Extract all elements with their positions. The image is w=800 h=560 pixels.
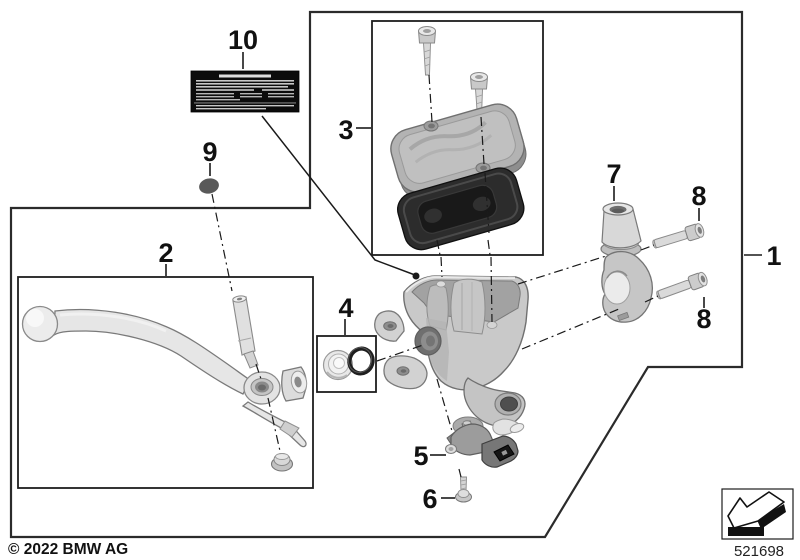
pivot-cap (199, 178, 219, 194)
clamp-bolt-lower (656, 271, 708, 300)
callout-1[interactable]: 1 (766, 241, 781, 271)
brake-light-switch (445, 420, 519, 468)
leader-lines (211, 74, 659, 478)
group-box-reservoir-cap (371, 20, 544, 256)
switch-screw (455, 476, 472, 503)
callout-2[interactable]: 2 (158, 238, 173, 268)
cap-screw-2 (469, 72, 489, 118)
callout-3[interactable]: 3 (338, 115, 353, 145)
copyright-text: © 2022 BMW AG (8, 541, 128, 558)
callout-10[interactable]: 10 (228, 25, 258, 55)
assembly-group-border (9, 10, 744, 539)
callout-7[interactable]: 7 (606, 159, 621, 189)
handlebar-clamp (601, 250, 654, 323)
brake-lever (21, 305, 308, 448)
drawing-number: 521698 (734, 543, 784, 560)
emissions-information-label (190, 70, 300, 113)
rubber-diaphragm (397, 167, 525, 251)
mirror-mount-cone (600, 202, 642, 258)
group-box-sight-glass (316, 335, 377, 393)
callout-4[interactable]: 4 (338, 293, 353, 323)
clamp-bolt-upper (652, 223, 705, 249)
o-ring (347, 346, 375, 376)
pivot-pin (232, 295, 259, 369)
direction-arrow-symbol (721, 488, 794, 540)
callout-5[interactable]: 5 (413, 441, 428, 471)
callout-9[interactable]: 9 (202, 137, 217, 167)
callout-ticks (165, 52, 762, 499)
lever-nut (270, 453, 294, 472)
callout-8-lower[interactable]: 8 (696, 304, 711, 334)
group-box-lever (17, 276, 314, 489)
callout-8-upper[interactable]: 8 (691, 181, 706, 211)
cap-screw-1 (417, 26, 437, 76)
master-cylinder-body (374, 275, 529, 436)
callout-6[interactable]: 6 (422, 484, 437, 514)
